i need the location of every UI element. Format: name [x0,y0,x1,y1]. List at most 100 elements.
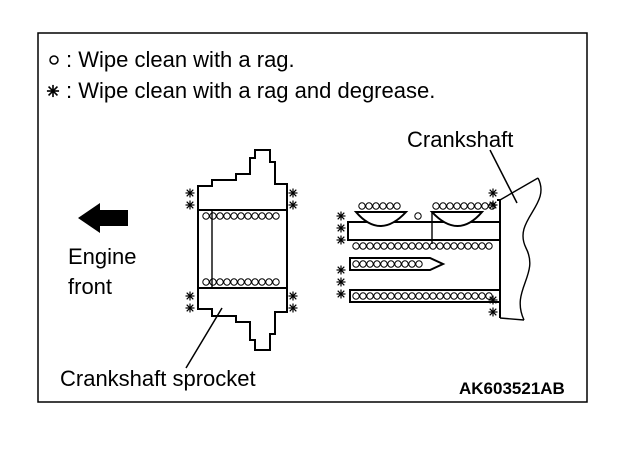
small-circle-icon [387,242,395,250]
small-circle-icon [352,242,360,250]
crankshaft-sprocket [184,149,299,351]
asterisk-icon [335,288,347,300]
small-circle-icon [223,278,231,286]
asterisk-icon [287,302,299,314]
small-circle-icon [209,278,217,286]
small-circle-icon [216,278,224,286]
small-circle-icon [230,278,238,286]
small-circle-icon [352,260,360,268]
small-circle-icon [216,212,224,220]
asterisk-icon [335,234,347,246]
left-arrow-icon [78,203,128,233]
small-circle-icon [202,212,210,220]
small-circle-icon [481,202,489,210]
asterisk-icon [487,306,499,318]
small-circle-icon [436,292,444,300]
asterisk-icon [335,276,347,288]
small-circle-icon [202,278,210,286]
small-circle-icon [478,292,486,300]
small-circle-icon [446,202,454,210]
small-circle-icon [457,242,465,250]
engine-front-label-line1: Engine [68,244,137,269]
small-circle-icon [244,212,252,220]
small-circle-icon [401,260,409,268]
small-circle-icon [237,212,245,220]
small-circle-icon [429,292,437,300]
small-circle-icon [429,242,437,250]
sprocket-bottom-rag-marks [202,278,280,286]
figure-frame [37,32,588,403]
small-circle-icon [432,202,440,210]
small-circle-icon [471,292,479,300]
sprocket-top-rag-marks [202,212,280,220]
small-circle-icon [366,292,374,300]
asterisk-icon [184,302,196,314]
small-circle-icon [359,242,367,250]
small-circle-icon [422,292,430,300]
crankshaft [335,177,542,321]
asterisk-icon [335,264,347,276]
small-circle-icon [450,242,458,250]
legend: : Wipe clean with a rag. : Wipe clean wi… [46,47,435,103]
crankshaft-break-line [519,177,542,321]
small-circle-icon [372,202,380,210]
small-circle-icon [394,292,402,300]
small-circle-icon [415,260,423,268]
small-circle-icon [258,212,266,220]
legend-degrease-text: : Wipe clean with a rag and degrease. [66,78,435,103]
asterisk-icon [46,84,60,98]
asterisk-icon [487,187,499,199]
small-circle-icon [485,292,493,300]
crankshaft-label: Crankshaft [407,127,513,152]
small-circle-icon [359,292,367,300]
asterisk-icon [287,187,299,199]
small-circle-icon [415,292,423,300]
small-circle-icon [471,242,479,250]
small-circle-icon [422,242,430,250]
small-circle-icon [244,278,252,286]
small-circle-icon [453,202,461,210]
small-circle-icon [467,202,475,210]
small-circle-icon [394,260,402,268]
small-circle-icon [223,212,231,220]
asterisk-icon [184,199,196,211]
small-circle-icon [359,260,367,268]
small-circle-icon [439,202,447,210]
small-circle-icon [485,242,493,250]
asterisk-icon [335,222,347,234]
small-circle-icon [209,212,217,220]
small-circle-icon [272,278,280,286]
small-circle-icon [380,260,388,268]
sprocket-leader-line [185,307,223,369]
asterisk-icon [487,294,499,306]
small-circle-icon [386,202,394,210]
small-circle-icon [365,202,373,210]
asterisk-icon [287,290,299,302]
small-circle-icon [251,278,259,286]
legend-rag-text: : Wipe clean with a rag. [66,47,295,72]
small-circle-icon [366,242,374,250]
small-circle-icon [387,260,395,268]
small-circle-icon [415,242,423,250]
small-circle-icon [380,242,388,250]
small-circle-icon [379,202,387,210]
small-circle-icon [352,292,360,300]
small-circle-icon [401,292,409,300]
small-circle-icon [373,242,381,250]
asterisk-icon [487,199,499,211]
asterisk-icon [287,199,299,211]
crankshaft-rag-marks [352,202,496,300]
small-circle-icon [408,242,416,250]
small-circle-icon [457,292,465,300]
figure-code: AK603521AB [459,379,565,398]
small-circle-icon [436,242,444,250]
crankshaft-leader-line [489,149,518,204]
small-circle-icon [251,212,259,220]
crankshaft-sprocket-label: Crankshaft sprocket [60,366,256,391]
small-circle-icon [460,202,468,210]
small-circle-icon [258,278,266,286]
small-circle-icon [464,242,472,250]
asterisk-icon [335,210,347,222]
small-circle-icon [474,202,482,210]
